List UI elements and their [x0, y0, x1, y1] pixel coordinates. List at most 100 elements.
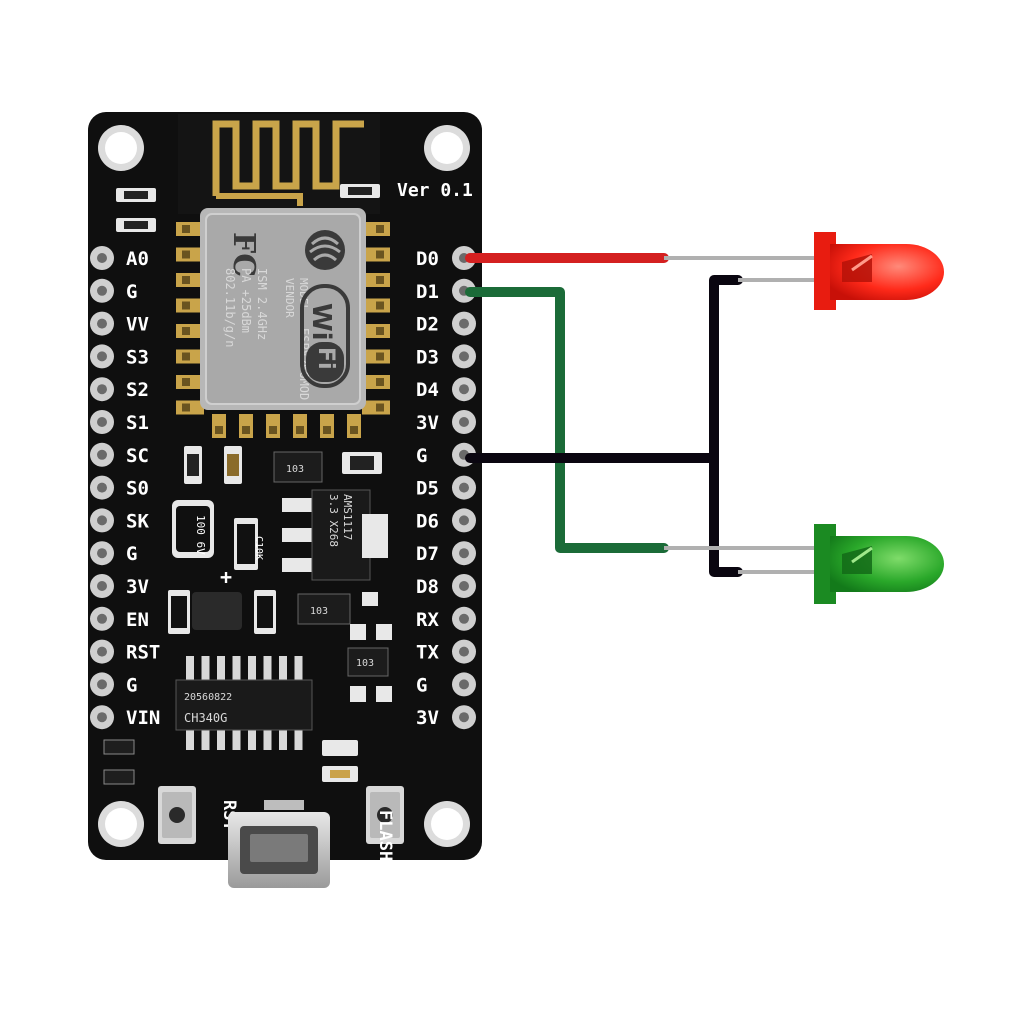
left-pin-en-11: [90, 606, 114, 631]
svg-text:103: 103: [286, 464, 304, 475]
right-pin-3v-5: [452, 410, 476, 434]
chip-pin: [232, 656, 241, 682]
right-pin-d2-2: [452, 311, 476, 336]
svg-text:MODEL: MODEL: [297, 278, 310, 311]
flash-button[interactable]: [366, 786, 404, 844]
usb-serial-chip: CH340G 20560822: [175, 656, 313, 750]
left-pin-label: S1: [126, 412, 149, 434]
right-pin-rx-11: [452, 606, 476, 631]
chip-pin: [263, 728, 272, 750]
rst-button[interactable]: [158, 786, 196, 844]
module-pads: [176, 222, 390, 415]
right-pin-d8-10: [452, 574, 476, 598]
right-pin-label: G: [416, 445, 427, 467]
wiring: [465, 253, 822, 577]
right-pin-label: D4: [416, 379, 439, 401]
nodemcu-board: Ver 0.1 FC MODEL VENDOR ESP8266MOD ISM 2…: [88, 112, 482, 888]
right-pin-d3-3: [452, 344, 476, 369]
right-pin-g-13: [452, 672, 476, 697]
right-pin-label: D2: [416, 314, 439, 336]
module-fcc-logo: FC: [226, 232, 261, 277]
right-pin-label: G: [416, 674, 427, 696]
svg-text:Fi: Fi: [313, 347, 338, 370]
right-pin-label: TX: [416, 642, 439, 664]
right-pin-d6-8: [452, 508, 476, 533]
right-pin-d7-9: [452, 541, 476, 566]
left-pin-label: S2: [126, 379, 149, 401]
left-pin-g-1: [90, 278, 114, 303]
svg-text:3.3 X268: 3.3 X268: [327, 494, 340, 547]
right-pin-label: D1: [416, 281, 439, 303]
right-pin-label: D5: [416, 478, 439, 500]
chip-pin: [232, 728, 241, 750]
left-pin-label: G: [126, 281, 137, 303]
chip-pin: [294, 728, 303, 750]
left-pin-sc-6: [90, 442, 114, 467]
left-pin-s3-3: [90, 344, 114, 369]
left-pin-a0-0: [90, 246, 114, 270]
left-pin-label: VV: [126, 314, 149, 336]
left-pin-g-9: [90, 541, 114, 566]
left-pin-label: 3V: [126, 576, 149, 598]
left-pin-vv-2: [90, 311, 114, 336]
right-pin-label: RX: [416, 609, 439, 631]
right-pin-3v-14: [452, 705, 476, 730]
left-pin-g-13: [90, 672, 114, 697]
svg-text:802.11b/g/n: 802.11b/g/n: [223, 268, 237, 347]
left-pin-3v-10: [90, 574, 114, 598]
green-wire: [465, 287, 669, 553]
right-pin-label: 3V: [416, 707, 439, 729]
esp8266-module: FC MODEL VENDOR ESP8266MOD ISM 2.4GHz PA…: [200, 208, 366, 410]
svg-text:100 6V: 100 6V: [194, 515, 207, 555]
right-pin-d5-7: [452, 475, 476, 500]
electrolytic-capacitor: 100 6V: [172, 500, 214, 558]
red-led: [814, 232, 944, 310]
left-pin-header: [90, 246, 114, 730]
svg-text:CH340G: CH340G: [184, 711, 227, 725]
right-pin-label: D6: [416, 510, 439, 532]
svg-text:AMS1117: AMS1117: [341, 494, 354, 540]
chip-pin: [201, 728, 210, 750]
right-pin-label: D7: [416, 543, 439, 565]
svg-text:VENDOR: VENDOR: [283, 278, 296, 318]
pcb-antenna-trace: [212, 120, 364, 196]
svg-text:ISM 2.4GHz: ISM 2.4GHz: [255, 268, 269, 340]
chip-pin: [201, 656, 210, 682]
chip-pin: [217, 656, 225, 682]
left-pin-s0-7: [90, 475, 114, 500]
right-pin-label: D8: [416, 576, 439, 598]
right-pin-label: D3: [416, 346, 439, 368]
svg-text:+: +: [220, 565, 232, 589]
chip-pin: [186, 656, 194, 682]
svg-text:PA +25dBm: PA +25dBm: [239, 268, 253, 333]
right-pin-tx-12: [452, 639, 476, 664]
left-pin-label: RST: [126, 642, 160, 664]
left-pin-rst-12: [90, 639, 114, 664]
left-pin-label: VIN: [126, 707, 160, 729]
left-pin-label: G: [126, 674, 137, 696]
left-pin-vin-14: [90, 705, 114, 730]
left-pin-label: A0: [126, 248, 149, 270]
left-pin-sk-8: [90, 508, 114, 533]
right-pin-label: 3V: [416, 412, 439, 434]
svg-text:20560822: 20560822: [184, 692, 232, 703]
left-pin-label: SK: [126, 510, 149, 532]
svg-text:103: 103: [310, 606, 328, 617]
voltage-regulator: AMS1117 3.3 X268: [282, 489, 388, 581]
left-pin-label: S3: [126, 346, 149, 368]
chip-pin: [294, 656, 303, 682]
svg-text:C10K: C10K: [253, 536, 264, 560]
chip-pin: [279, 656, 287, 682]
left-pin-s1-5: [90, 410, 114, 434]
left-pin-label: G: [126, 543, 137, 565]
chip-pin: [263, 656, 272, 682]
right-pin-label: D0: [416, 248, 439, 270]
chip-pin: [248, 728, 256, 750]
left-pin-label: EN: [126, 609, 149, 631]
micro-usb-port[interactable]: [228, 800, 330, 888]
left-pin-label: SC: [126, 445, 149, 467]
chip-pin: [248, 656, 256, 682]
